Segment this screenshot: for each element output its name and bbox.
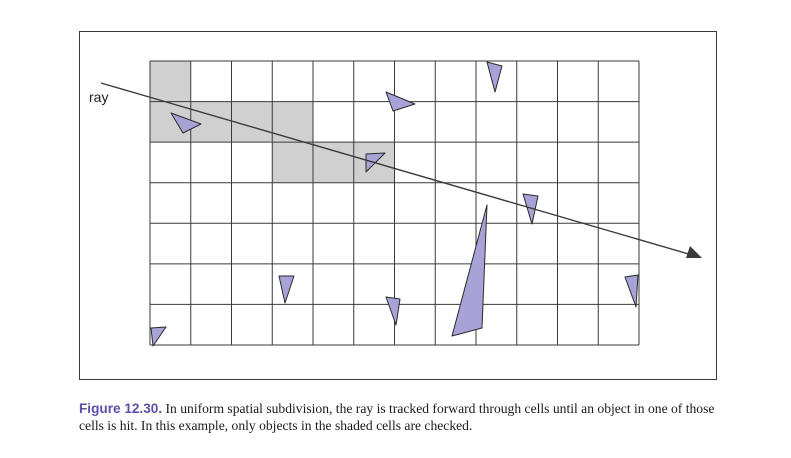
object-triangle: [150, 326, 167, 347]
scene-objects: [150, 61, 639, 347]
caption-text: In uniform spatial subdivision, the ray …: [79, 401, 715, 433]
ray: [100, 82, 702, 258]
caption-label: Figure 12.30.: [79, 401, 163, 416]
shaded-cell: [272, 142, 313, 183]
shaded-cell: [190, 101, 232, 143]
object-triangle: [278, 275, 295, 304]
uniform-grid: [149, 60, 640, 346]
shaded-cell: [313, 142, 354, 183]
shaded-cell: [150, 61, 191, 102]
object-triangle: [486, 61, 503, 93]
object-triangle: [385, 296, 401, 326]
shaded-cell: [231, 101, 273, 143]
shaded-cells: [150, 61, 395, 183]
ray-label: ray: [89, 89, 109, 105]
object-triangle: [451, 204, 488, 337]
figure-caption: Figure 12.30. In uniform spatial subdivi…: [79, 400, 739, 434]
object-triangle: [170, 112, 202, 134]
object-triangle: [385, 91, 416, 112]
shaded-cell: [272, 101, 313, 143]
ray-line: [100, 82, 693, 256]
object-triangle: [624, 274, 639, 308]
ray-arrowhead: [686, 246, 702, 258]
